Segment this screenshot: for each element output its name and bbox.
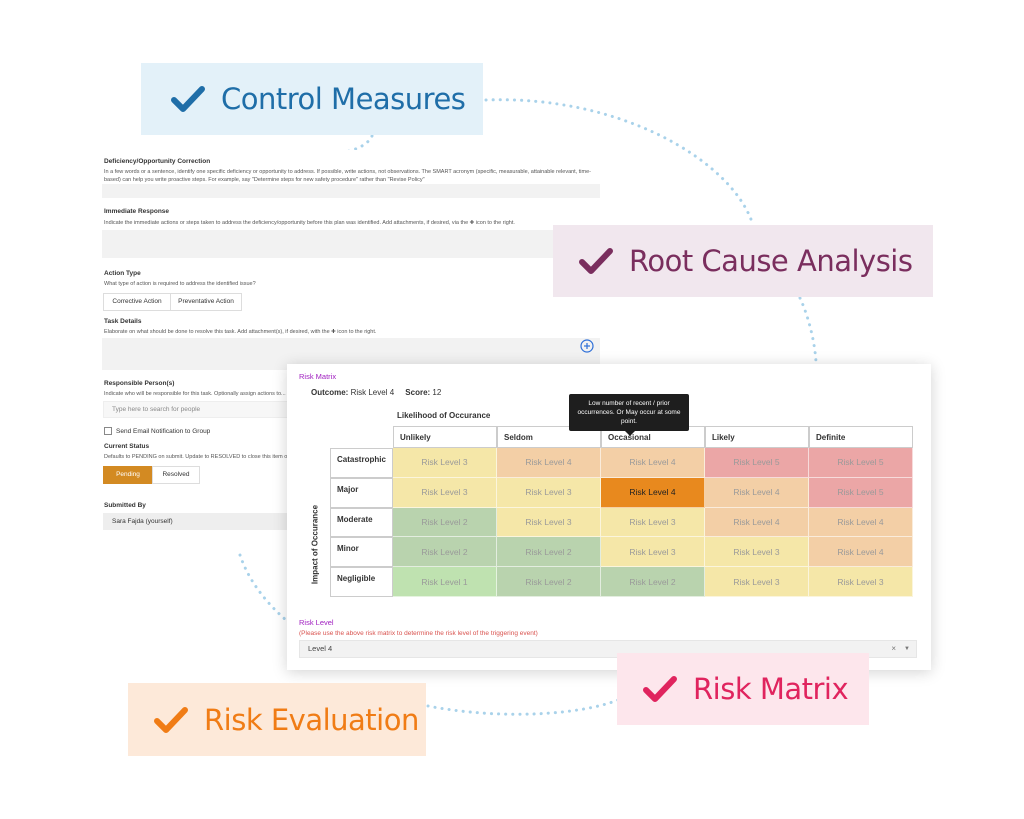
row-header-catastrophic: Catastrophic — [330, 448, 393, 478]
risk-cell[interactable]: Risk Level 4 — [601, 448, 705, 478]
outcome-label: Outcome: — [311, 388, 349, 397]
immediate-response-textarea[interactable] — [102, 230, 600, 258]
row-header-major: Major — [330, 477, 393, 508]
likelihood-title: Likelihood of Occurance — [397, 411, 491, 420]
deficiency-help-2: based) can help you write proactive step… — [104, 177, 425, 183]
send-email-label: Send Email Notification to Group — [116, 427, 211, 435]
risk-cell[interactable]: Risk Level 4 — [809, 507, 913, 538]
deficiency-textarea[interactable] — [102, 184, 600, 198]
risk-cell[interactable]: Risk Level 3 — [497, 507, 601, 538]
column-header-likely: Likely — [705, 426, 809, 448]
connector-matrix-re — [238, 553, 362, 667]
matrix-title: Risk Matrix — [299, 372, 337, 381]
risk-cell[interactable]: Risk Level 4 — [705, 477, 809, 508]
responsible-search-input[interactable]: Type here to search for people — [103, 401, 288, 418]
risk-evaluation-badge: Risk Evaluation — [128, 683, 426, 756]
responsible-help: Indicate who will be responsible for thi… — [104, 391, 286, 397]
pending-button[interactable]: Pending — [103, 466, 153, 484]
risk-cell[interactable]: Risk Level 5 — [705, 448, 809, 478]
risk-level-label: Risk Level — [299, 618, 334, 627]
root-cause-analysis-label: Root Cause Analysis — [629, 244, 913, 278]
risk-cell[interactable]: Risk Level 2 — [601, 567, 705, 597]
column-header-definite: Definite — [809, 426, 913, 448]
outcome-row: Outcome: Risk Level 4 Score: 12 — [311, 388, 441, 397]
column-header-seldom: Seldom — [497, 426, 601, 448]
impact-title: Impact of Occurance — [310, 504, 320, 585]
risk-cell[interactable]: Risk Level 3 — [705, 567, 809, 597]
row-header-moderate: Moderate — [330, 507, 393, 538]
score-value: 12 — [432, 388, 442, 397]
submitted-by-field: Sara Fajda (yourself) — [103, 513, 288, 530]
risk-level-value: Level 4 — [308, 644, 333, 653]
row-header-minor: Minor — [330, 537, 393, 568]
risk-cell[interactable]: Risk Level 2 — [497, 537, 601, 568]
clear-icon[interactable]: × — [891, 644, 896, 653]
risk-cell[interactable]: Risk Level 1 — [393, 567, 497, 597]
check-icon — [643, 675, 677, 703]
immediate-response-label: Immediate Response — [104, 208, 170, 215]
action-type-label: Action Type — [104, 270, 141, 277]
risk-cell[interactable]: Risk Level 4 — [497, 448, 601, 478]
check-icon — [579, 247, 613, 275]
risk-matrix-badge: Risk Matrix — [617, 653, 869, 725]
control-measures-badge: Control Measures — [141, 63, 483, 135]
check-icon — [154, 706, 188, 734]
deficiency-help-1: In a few words or a sentence, identify o… — [104, 169, 591, 175]
submitted-by-label: Submitted By — [104, 502, 146, 509]
risk-cell[interactable]: Risk Level 3 — [601, 537, 705, 568]
current-status-label: Current Status — [104, 443, 150, 450]
action-type-help: What type of action is required to addre… — [104, 281, 256, 287]
chevron-down-icon[interactable]: ▼ — [904, 646, 910, 652]
risk-cell[interactable]: Risk Level 4 — [809, 537, 913, 568]
risk-cell[interactable]: Risk Level 3 — [601, 507, 705, 538]
add-attachment-icon[interactable] — [580, 339, 594, 353]
preventative-action-button[interactable]: Preventative Action — [170, 293, 242, 311]
task-details-help: Elaborate on what should be done to reso… — [104, 329, 377, 335]
risk-cell[interactable]: Risk Level 3 — [809, 567, 913, 597]
risk-cell-selected[interactable]: Risk Level 4 — [601, 477, 705, 508]
risk-cell[interactable]: Risk Level 2 — [497, 567, 601, 597]
current-status-help: Defaults to PENDING on submit. Update to… — [104, 454, 294, 460]
risk-cell[interactable]: Risk Level 2 — [393, 537, 497, 568]
control-measures-label: Control Measures — [221, 82, 466, 116]
deficiency-label: Deficiency/Opportunity Correction — [104, 158, 211, 165]
outcome-value: Risk Level 4 — [350, 388, 395, 397]
risk-evaluation-label: Risk Evaluation — [204, 702, 419, 737]
score-label: Score: — [405, 388, 431, 397]
responsible-label: Responsible Person(s) — [104, 380, 175, 387]
risk-matrix-label: Risk Matrix — [693, 672, 849, 706]
risk-level-help: (Please use the above risk matrix to det… — [299, 630, 538, 637]
risk-cell[interactable]: Risk Level 3 — [393, 477, 497, 508]
connector-re-rm — [426, 698, 620, 716]
send-email-row[interactable]: Send Email Notification to Group — [104, 427, 210, 435]
send-email-checkbox[interactable] — [104, 427, 112, 435]
check-icon — [171, 85, 205, 113]
risk-matrix-panel: Risk Matrix Outcome: Risk Level 4 Score:… — [287, 364, 931, 670]
connector-rca-matrix — [798, 296, 818, 364]
likelihood-tooltip: Low number of recent / prior occurrences… — [569, 394, 689, 436]
impact-row-headers: Catastrophic Major Moderate Minor Neglig… — [330, 448, 393, 597]
risk-cell[interactable]: Risk Level 2 — [393, 507, 497, 538]
risk-cell[interactable]: Risk Level 3 — [497, 477, 601, 508]
risk-cell[interactable]: Risk Level 3 — [705, 537, 809, 568]
risk-cell[interactable]: Risk Level 3 — [393, 448, 497, 478]
risk-cell[interactable]: Risk Level 5 — [809, 448, 913, 478]
column-header-unlikely: Unlikely — [393, 426, 497, 448]
corrective-action-button[interactable]: Corrective Action — [103, 293, 171, 311]
row-header-negligible: Negligible — [330, 567, 393, 597]
resolved-button[interactable]: Resolved — [152, 466, 200, 484]
immediate-response-help: Indicate the immediate actions or steps … — [104, 220, 515, 226]
risk-cell[interactable]: Risk Level 5 — [809, 477, 913, 508]
root-cause-analysis-badge: Root Cause Analysis — [553, 225, 933, 297]
risk-cell[interactable]: Risk Level 4 — [705, 507, 809, 538]
task-details-label: Task Details — [104, 318, 142, 325]
